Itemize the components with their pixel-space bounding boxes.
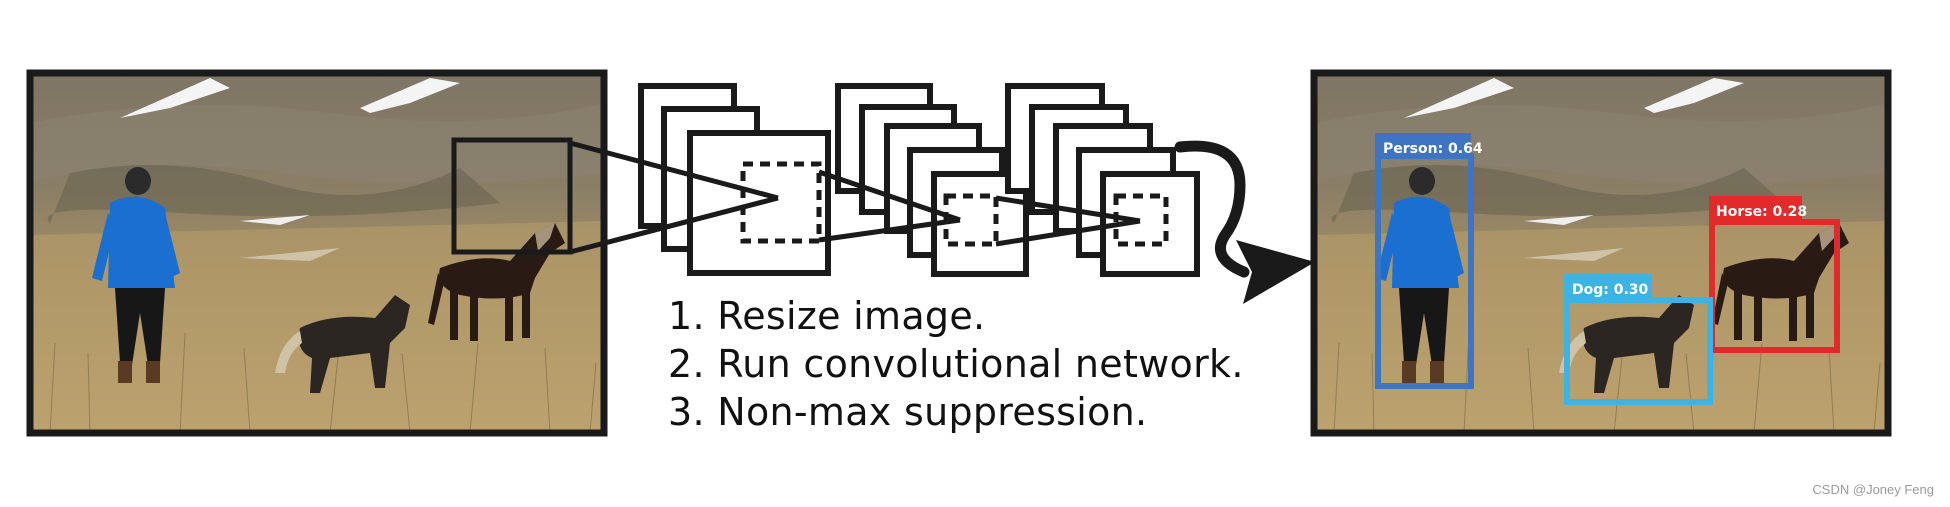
watermark: CSDN @Joney Feng (1812, 482, 1934, 497)
output-photo (1310, 69, 1892, 437)
conv-layer-3e (1100, 171, 1200, 277)
output-arrow (1174, 140, 1315, 304)
detection-person-label: Person: 0.64 (1383, 141, 1483, 157)
detection-horse: Horse: 0.28 (1709, 196, 1840, 353)
detection-dog-label: Dog: 0.30 (1572, 282, 1649, 298)
pipeline-steps: 1. Resize image. 2. Run convolutional ne… (668, 292, 1368, 436)
detection-horse-tag (1709, 196, 1802, 223)
detection-person-tag (1375, 133, 1471, 159)
receptive-field-box (451, 137, 573, 255)
detection-dog-tag (1564, 273, 1652, 301)
step-nms: 3. Non-max suppression. (668, 390, 1148, 434)
step-convnet: 2. Run convolutional network. (668, 342, 1244, 386)
projection-lines (569, 140, 1141, 255)
step-resize: 1. Resize image. (668, 294, 986, 338)
detection-person: Person: 0.64 (1375, 133, 1483, 389)
detection-horse-label: Horse: 0.28 (1716, 204, 1807, 220)
conv-network (638, 83, 1200, 277)
input-photo (26, 69, 608, 437)
detection-dog: Dog: 0.30 (1564, 273, 1713, 405)
